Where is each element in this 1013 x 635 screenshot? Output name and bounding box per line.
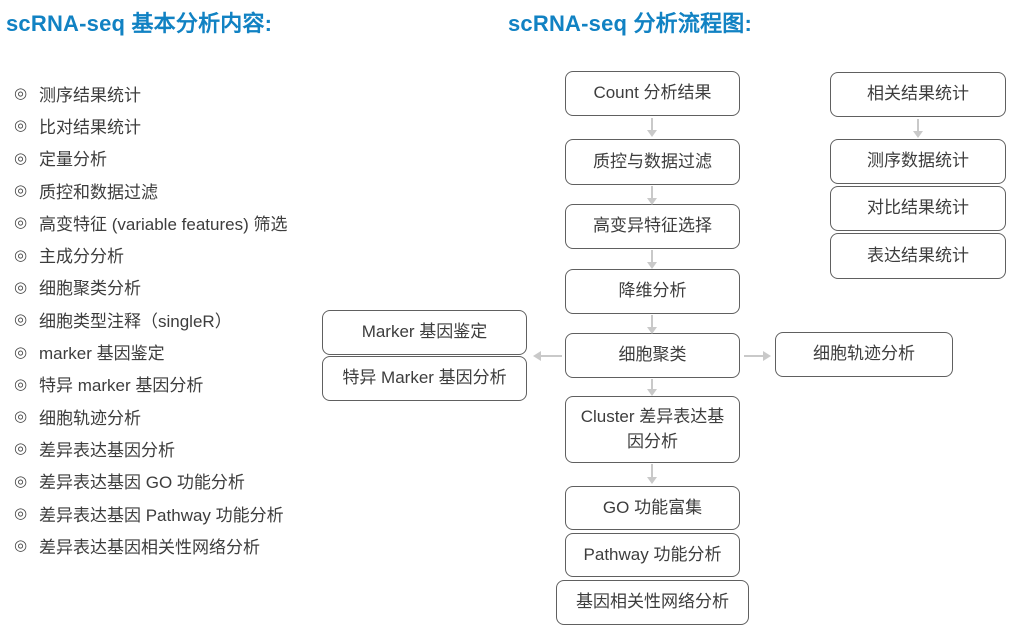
flow-box-label: 相关结果统计 — [867, 84, 969, 104]
list-item-label: 差异表达基因 GO 功能分析 — [39, 473, 245, 493]
flow-box-label: 细胞轨迹分析 — [813, 344, 915, 364]
flow-box-related-stats: 相关结果统计 — [830, 72, 1006, 117]
bullseye-bullet-icon: ◎ — [14, 440, 28, 458]
list-item: ◎ 主成分分析 — [14, 238, 287, 270]
list-item-label: 高变特征 (variable features) 筛选 — [39, 214, 288, 234]
flow-box-label: 对比结果统计 — [867, 198, 969, 218]
list-item: ◎ 特异 marker 基因分析 — [14, 368, 287, 400]
list-item-label: 差异表达基因分析 — [39, 440, 175, 460]
list-item-label: 细胞轨迹分析 — [39, 408, 141, 428]
flow-box-label: GO 功能富集 — [602, 497, 703, 517]
down-arrow-icon — [911, 119, 925, 139]
list-item: ◎ 差异表达基因分析 — [14, 432, 287, 464]
list-item: ◎ marker 基因鉴定 — [14, 335, 287, 367]
list-item: ◎ 测序结果统计 — [14, 77, 287, 109]
bullseye-bullet-icon: ◎ — [14, 537, 28, 555]
flow-box-seq-data-stats: 测序数据统计 — [830, 139, 1006, 184]
bullseye-bullet-icon: ◎ — [14, 278, 28, 296]
bullseye-bullet-icon: ◎ — [14, 311, 28, 329]
flow-box-specific-marker: 特异 Marker 基因分析 — [322, 356, 527, 401]
list-item-label: 差异表达基因 Pathway 功能分析 — [39, 505, 284, 525]
flow-box-label: 表达结果统计 — [867, 245, 969, 265]
flow-box-label: Pathway 功能分析 — [583, 544, 722, 564]
left-arrow-icon — [532, 349, 562, 363]
list-item: ◎ 细胞聚类分析 — [14, 271, 287, 303]
flowchart-title: scRNA-seq 分析流程图: — [508, 11, 753, 36]
list-item-label: 比对结果统计 — [39, 117, 141, 137]
list-item: ◎ 细胞类型注释（singleR） — [14, 303, 287, 335]
list-item-label: 细胞聚类分析 — [39, 279, 141, 299]
right-arrow-icon — [744, 349, 772, 363]
analysis-content-list: ◎ 测序结果统计 ◎ 比对结果统计 ◎ 定量分析 ◎ 质控和数据过滤 ◎ 高变特征 (va… — [14, 77, 287, 561]
flow-box-cluster-deg: Cluster 差异表达基因分析 — [565, 396, 740, 463]
list-item-label: 细胞类型注释（singleR） — [39, 311, 232, 331]
list-item: ◎ 比对结果统计 — [14, 109, 287, 141]
flow-box-expression-stats: 表达结果统计 — [830, 233, 1006, 279]
bullseye-bullet-icon: ◎ — [14, 375, 28, 393]
flow-box-qc-filter: 质控与数据过滤 — [565, 139, 740, 185]
flow-box-cell-trajectory: 细胞轨迹分析 — [775, 332, 953, 377]
list-item-label: marker 基因鉴定 — [39, 344, 165, 364]
flow-box-gene-network: 基因相关性网络分析 — [556, 580, 749, 625]
list-item: ◎ 差异表达基因相关性网络分析 — [14, 529, 287, 561]
down-arrow-icon — [645, 186, 659, 206]
down-arrow-icon — [645, 464, 659, 485]
down-arrow-icon — [645, 250, 659, 270]
bullseye-bullet-icon: ◎ — [14, 214, 28, 232]
flow-box-label: 基因相关性网络分析 — [576, 592, 729, 612]
left-panel-title: scRNA-seq 基本分析内容: — [6, 11, 273, 36]
bullseye-bullet-icon: ◎ — [14, 117, 28, 135]
list-item-label: 定量分析 — [39, 150, 107, 170]
bullseye-bullet-icon: ◎ — [14, 505, 28, 522]
bullseye-bullet-icon: ◎ — [14, 246, 28, 264]
list-item-label: 特异 marker 基因分析 — [39, 376, 204, 396]
down-arrow-icon — [645, 315, 659, 335]
list-item-label: 差异表达基因相关性网络分析 — [39, 537, 260, 557]
flow-box-count-result: Count 分析结果 — [565, 71, 740, 116]
bullseye-bullet-icon: ◎ — [14, 149, 28, 167]
list-item-label: 质控和数据过滤 — [39, 182, 158, 202]
bullseye-bullet-icon: ◎ — [14, 472, 28, 490]
bullseye-bullet-icon: ◎ — [14, 85, 28, 103]
bullseye-bullet-icon: ◎ — [14, 408, 28, 426]
flow-box-label: Cluster 差异表达基因分析 — [580, 406, 725, 451]
list-item: ◎ 定量分析 — [14, 142, 287, 174]
flow-box-pathway-analysis: Pathway 功能分析 — [565, 533, 740, 577]
bullseye-bullet-icon: ◎ — [14, 182, 28, 200]
list-item: ◎ 质控和数据过滤 — [14, 174, 287, 206]
down-arrow-icon — [645, 379, 659, 397]
list-item-label: 主成分分析 — [39, 247, 124, 267]
list-item: ◎ 差异表达基因 GO 功能分析 — [14, 465, 287, 497]
flow-box-hvf-selection: 高变异特征选择 — [565, 204, 740, 249]
down-arrow-icon — [645, 118, 659, 138]
flow-box-dimension-reduction: 降维分析 — [565, 269, 740, 314]
flow-box-align-stats: 对比结果统计 — [830, 186, 1006, 231]
bullseye-bullet-icon: ◎ — [14, 343, 28, 361]
list-item: ◎ 差异表达基因 Pathway 功能分析 — [14, 497, 287, 529]
flow-box-label: 降维分析 — [618, 281, 687, 301]
flow-box-label: 质控与数据过滤 — [593, 151, 712, 171]
flow-box-label: Count 分析结果 — [593, 83, 712, 103]
list-item: ◎ 高变特征 (variable features) 筛选 — [14, 206, 287, 238]
list-item: ◎ 细胞轨迹分析 — [14, 400, 287, 432]
flow-box-go-enrichment: GO 功能富集 — [565, 486, 740, 530]
list-item-label: 测序结果统计 — [39, 85, 141, 105]
flow-box-label: Marker 基因鉴定 — [361, 322, 488, 342]
flow-box-label: 特异 Marker 基因分析 — [342, 368, 507, 388]
flow-box-label: 测序数据统计 — [867, 151, 969, 171]
flow-box-label: 细胞聚类 — [618, 345, 687, 365]
flow-box-marker-identification: Marker 基因鉴定 — [322, 310, 527, 355]
flow-box-label: 高变异特征选择 — [593, 216, 712, 236]
flow-box-cell-clustering: 细胞聚类 — [565, 333, 740, 378]
